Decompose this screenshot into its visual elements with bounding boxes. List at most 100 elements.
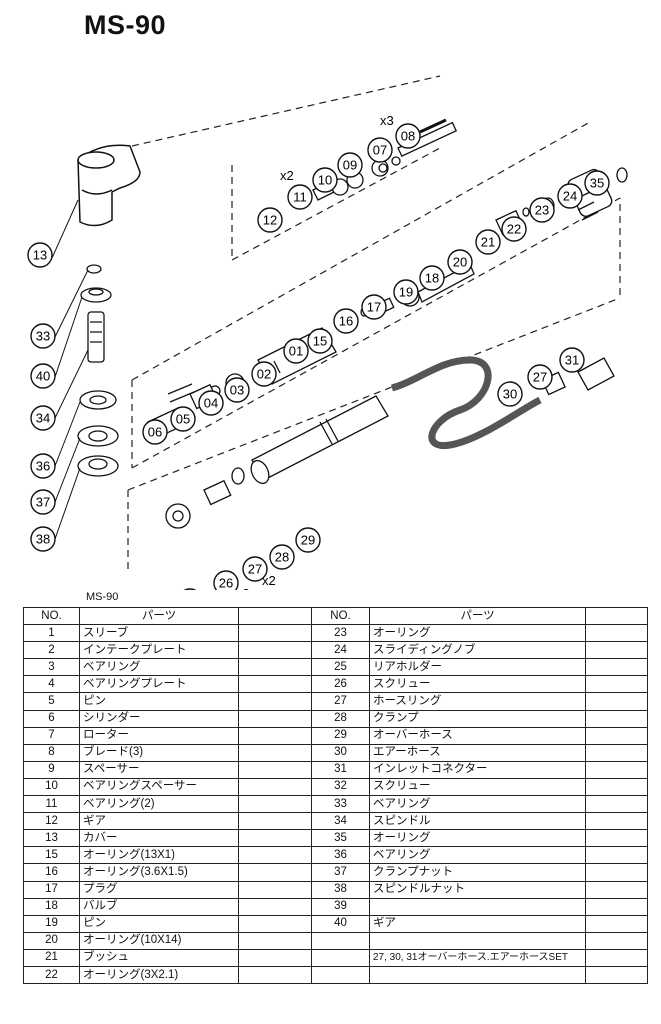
blank-cell xyxy=(238,726,312,745)
part-name-cell: ベアリング xyxy=(79,658,239,677)
part-number-cell: 6 xyxy=(23,709,80,728)
callout-number: 29 xyxy=(301,533,315,548)
part-number-cell: 5 xyxy=(23,692,80,711)
part-callout-11: 11 xyxy=(287,184,313,210)
part-name-cell xyxy=(369,931,586,950)
part-number-cell: 37 xyxy=(311,863,370,882)
blank-cell xyxy=(585,965,648,985)
part-callout-07: 07 xyxy=(367,137,393,163)
part-callout-06: 06 xyxy=(142,419,168,445)
callout-circle xyxy=(287,184,313,210)
blank-cell xyxy=(585,726,648,745)
part-callout-16: 16 xyxy=(333,308,359,334)
part-number-cell: 19 xyxy=(23,914,80,933)
part-callout-21: 21 xyxy=(475,229,501,255)
blank-cell xyxy=(238,880,312,899)
callout-number: 22 xyxy=(507,222,521,237)
part-number-cell: 23 xyxy=(311,624,370,643)
callout-circle xyxy=(312,167,338,193)
callout-number: 28 xyxy=(275,550,289,565)
blank-cell xyxy=(238,743,312,762)
blank-cell xyxy=(238,760,312,779)
callout-number: 06 xyxy=(148,425,162,440)
callout-number: 23 xyxy=(535,203,549,218)
part-callouts: 1312111009070824352322212018191716150102… xyxy=(27,123,610,591)
header-parts-right: パーツ xyxy=(369,606,586,626)
part-number-cell: 39 xyxy=(311,897,370,916)
part-callout-04: 04 xyxy=(198,390,224,416)
part-number-cell: 36 xyxy=(311,846,370,865)
callout-circle xyxy=(475,229,501,255)
blank-cell xyxy=(585,863,648,882)
part-name-cell: 27, 30, 31オーバーホース.エアーホースSET xyxy=(369,948,586,967)
callout-circle xyxy=(224,377,250,403)
blank-cell xyxy=(238,777,312,797)
part-callout-36: 36 xyxy=(30,453,56,479)
part-callout-15: 15 xyxy=(307,328,333,354)
callout-number: 26 xyxy=(219,576,233,591)
part-callout-10: 10 xyxy=(312,167,338,193)
part-number-cell: 33 xyxy=(311,795,370,814)
part-name-cell: スクリュー xyxy=(369,777,586,797)
callout-circle xyxy=(269,544,295,570)
blank-cell xyxy=(238,948,312,967)
part-name-cell: ベアリング xyxy=(369,795,586,814)
part-name-cell: バルブ xyxy=(79,897,239,916)
part-callout-37: 37 xyxy=(30,489,56,515)
callout-circle xyxy=(257,207,283,233)
part-number-cell: 22 xyxy=(23,965,80,985)
blank-cell xyxy=(585,641,648,660)
callout-number: 19 xyxy=(399,285,413,300)
callout-number: 31 xyxy=(565,353,579,368)
callout-number: 24 xyxy=(563,189,577,204)
callout-number: 10 xyxy=(318,173,332,188)
part-number-cell: 35 xyxy=(311,829,370,848)
blank-cell xyxy=(585,777,648,797)
table-header-row: NO. パーツ NO. パーツ xyxy=(23,606,648,626)
part-number-cell: 30 xyxy=(311,743,370,762)
diagram-guide-lines xyxy=(127,75,621,570)
callout-number: 38 xyxy=(36,532,50,547)
part-name-cell: インテークプレート xyxy=(79,641,239,660)
part-number-cell: 18 xyxy=(23,897,80,916)
header-no-right: NO. xyxy=(311,606,370,626)
part-number-cell: 4 xyxy=(23,675,80,694)
callout-number: 34 xyxy=(36,411,50,426)
callout-number: 37 xyxy=(36,495,50,510)
part-name-cell xyxy=(369,897,586,916)
blank-cell xyxy=(238,624,312,643)
blank-cell xyxy=(585,931,648,950)
callout-number: 11 xyxy=(293,190,307,205)
part-name-cell: リアホルダー xyxy=(369,658,586,677)
callout-number: 07 xyxy=(373,143,387,158)
callout-number: 27 xyxy=(248,562,262,577)
callout-number: 21 xyxy=(481,235,495,250)
part-number-cell: 28 xyxy=(311,709,370,728)
part-number-cell: 17 xyxy=(23,880,80,899)
part-callout-33: 33 xyxy=(30,323,56,349)
part-name-cell: オーリング xyxy=(369,624,586,643)
blank-cell xyxy=(585,624,648,643)
part-callout-08: 08 xyxy=(395,123,421,149)
part-callout-27: 27 xyxy=(527,364,553,390)
part-name-cell: クランプ xyxy=(369,709,586,728)
part-callout-24: 24 xyxy=(557,183,583,209)
quantity-label: x2 xyxy=(236,586,250,590)
blank-cell xyxy=(238,829,312,848)
blank-cell xyxy=(585,795,648,814)
part-callout-34: 34 xyxy=(30,405,56,431)
callout-number: 03 xyxy=(230,383,244,398)
blank-cell xyxy=(238,931,312,950)
quantity-label: x3 xyxy=(380,113,394,128)
part-callout-27: 27 xyxy=(242,556,268,582)
blank-cell xyxy=(238,863,312,882)
quantity-label: x2 xyxy=(262,573,276,588)
